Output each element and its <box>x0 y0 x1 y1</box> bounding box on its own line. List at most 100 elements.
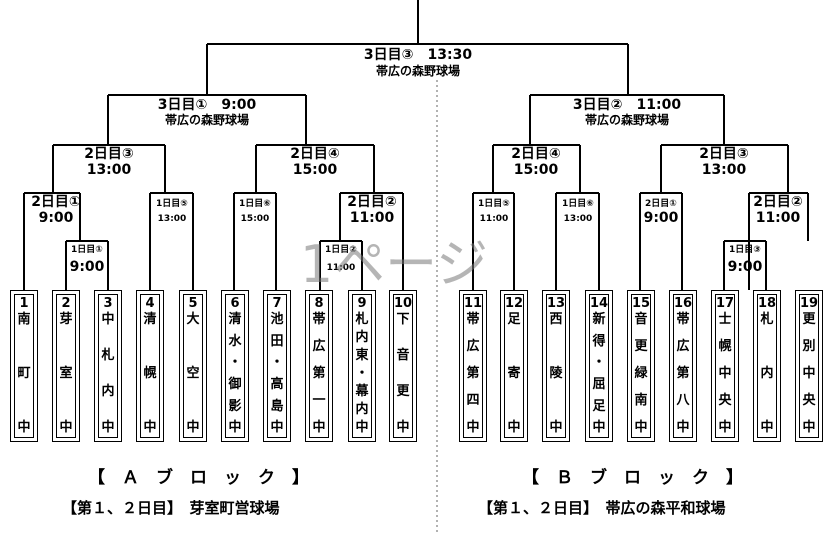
team-name-char: 内 <box>355 402 369 418</box>
team-name-char: 中 <box>312 420 326 436</box>
block-b-venue: 【第１、２日目】 帯広の森平和球場 <box>478 499 726 517</box>
team-name-char: 広 <box>466 339 480 355</box>
team-number: 3 <box>103 296 113 311</box>
team-name-char: 中 <box>802 366 816 382</box>
team-name-char: 更 <box>396 384 410 400</box>
team-name-char: ・ <box>355 366 369 382</box>
team-name-char: 南 <box>17 312 31 327</box>
team-name-char: 音 <box>396 348 410 364</box>
block-a-venue: 【第１、２日目】 芽室町営球場 <box>62 499 280 517</box>
team-name-char: 中 <box>396 420 410 436</box>
team-name-char: ・ <box>592 355 606 371</box>
team-number: 6 <box>230 296 240 311</box>
team-name-char: 第 <box>312 366 326 382</box>
r2-8-time: 11:00 <box>756 210 801 226</box>
team-name-char: 緑 <box>634 366 648 382</box>
team-name-char: 島 <box>270 398 284 414</box>
team-name-char: 得 <box>592 333 606 349</box>
r1-2-time: 11:00 <box>327 263 356 273</box>
r2-3-line <box>233 192 277 290</box>
qf-a2-time: 15:00 <box>293 162 338 178</box>
team-name-char: 町 <box>17 366 31 382</box>
qf-a2-day: 2日目④ <box>290 146 340 162</box>
team-number: 14 <box>590 296 609 311</box>
team-name: 池田・高島中 <box>268 313 286 437</box>
team-name-char: 幌 <box>718 339 732 355</box>
team-name-char: 空 <box>186 366 200 382</box>
qf-b2-time: 13:00 <box>702 162 747 178</box>
final-venue: 帯広の森野球場 <box>376 63 460 78</box>
qf-b2-line <box>660 144 789 193</box>
team-name-char: 寄 <box>507 366 521 382</box>
team-name-char: 幕 <box>355 384 369 400</box>
r2-6-day: 1日目⑥ <box>562 198 594 209</box>
team-name-char: 央 <box>802 393 816 409</box>
team-name-char: 中 <box>466 420 480 436</box>
semi-a-line <box>107 94 307 145</box>
r2-4-line <box>339 192 404 290</box>
r2-3-day: 1日目⑥ <box>239 198 271 209</box>
team-name-char: 内 <box>355 330 369 346</box>
team-name-char: 中 <box>143 420 157 436</box>
team-name: 帯広第四中 <box>464 313 482 437</box>
r2-7-day: 2日目① <box>645 198 677 209</box>
r1-3-line <box>723 240 767 290</box>
team-number: 7 <box>272 296 282 311</box>
team-name: 下音更中 <box>394 313 412 437</box>
qf-a1-time: 13:00 <box>87 162 132 178</box>
team-name-char: 中 <box>17 420 31 436</box>
team-name-char: 足 <box>507 312 521 327</box>
qf-b1-day: 2日目④ <box>511 146 561 162</box>
team-name-char: 中 <box>634 420 648 436</box>
team-name-char: 一 <box>312 393 326 409</box>
team-number: 18 <box>758 296 777 311</box>
block-b-title: 【 Ｂ ブ ロ ッ ク 】 <box>522 468 743 488</box>
team-name-char: 央 <box>718 393 732 409</box>
qf-b2-day: 2日目③ <box>699 146 749 162</box>
team-name-char: 音 <box>634 312 648 327</box>
r2-6-line <box>555 192 600 290</box>
r2-1-line <box>23 192 81 290</box>
team-name-char: 中 <box>760 420 774 436</box>
team-name-char: 中 <box>59 420 73 436</box>
team-name-char: 芽 <box>59 312 73 327</box>
team-name-char: 田 <box>270 333 284 349</box>
team-number: 2 <box>61 296 71 311</box>
team-name-char: 影 <box>228 398 242 414</box>
team-number: 1 <box>19 296 29 311</box>
team-name-char: 清 <box>143 312 157 327</box>
qf-a1-day: 2日目③ <box>84 146 134 162</box>
team-name-char: 室 <box>59 366 73 382</box>
r2-7-time: 9:00 <box>644 210 679 226</box>
team-name-char: 中 <box>101 420 115 436</box>
team-name-char: 札 <box>760 312 774 327</box>
team-number: 13 <box>547 296 566 311</box>
team-name-char: 帯 <box>312 312 326 327</box>
team-box-inner: 7 池田・高島中 <box>267 294 287 438</box>
team-name-char: 池 <box>270 312 284 327</box>
qf-a2-line <box>255 144 375 193</box>
team-name-char: 中 <box>228 420 242 436</box>
team-number: 4 <box>145 296 155 311</box>
team-name: 新得・屈足中 <box>590 313 608 437</box>
r2-5-day: 1日目⑤ <box>478 198 510 209</box>
team-box: 7 池田・高島中 <box>263 290 291 442</box>
